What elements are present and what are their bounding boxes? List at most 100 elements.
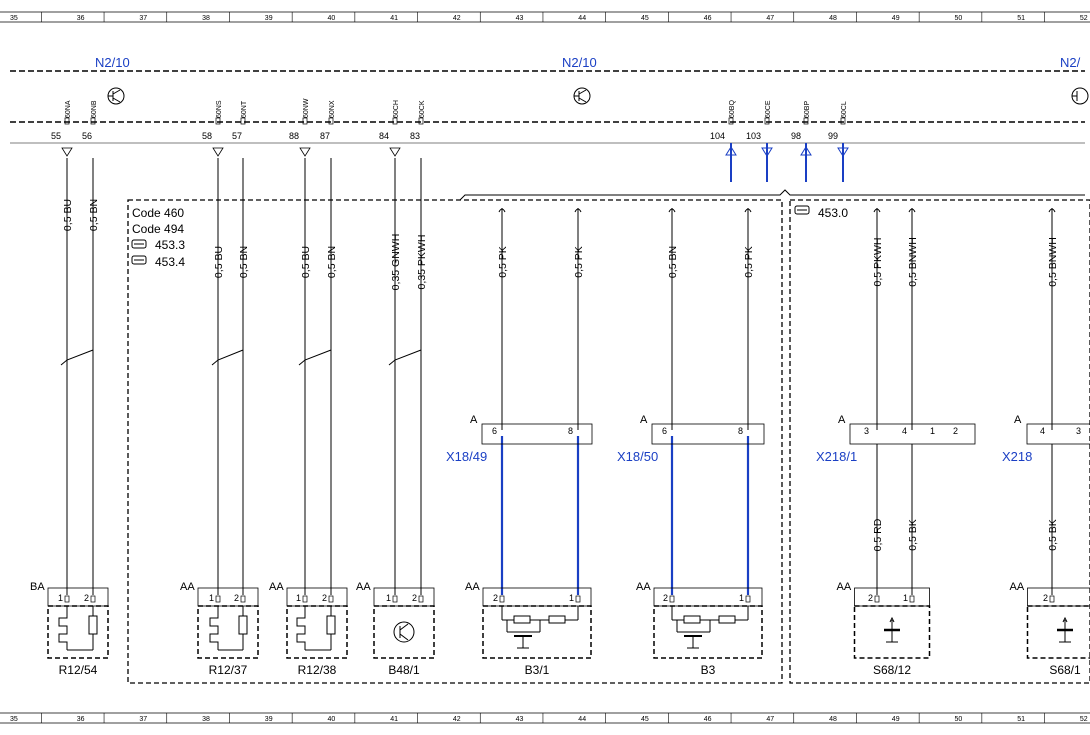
connector-label: X18/49 — [446, 449, 487, 464]
grid-column-number: 48 — [829, 716, 837, 723]
wire-label: 0,5 BK — [1047, 519, 1059, 551]
resistor-icon — [683, 615, 701, 624]
component-pin: 1 — [739, 593, 744, 603]
pin-code: 60BQ — [729, 100, 736, 118]
grid-column-number: 51 — [1017, 15, 1025, 22]
pin-code: 60CL — [841, 101, 848, 118]
wire-break-icon — [574, 208, 582, 213]
code-460-region — [127, 199, 783, 684]
grid-column-number: 38 — [202, 716, 210, 723]
connector-pin: 8 — [568, 426, 573, 436]
component-label: B3/1 — [525, 663, 550, 677]
grid-column-number: 50 — [955, 15, 963, 22]
connector-pin: 6 — [662, 426, 667, 436]
grid-column-number: 41 — [390, 716, 398, 723]
grid-column-number: 45 — [641, 716, 649, 723]
arrow-up-icon — [1062, 616, 1068, 623]
resistor-icon — [548, 615, 566, 624]
control-unit-pins: 60NA5560NB5660NS5860NT5760NW8860NX8760CH… — [51, 98, 849, 182]
code-453-region — [789, 199, 1090, 684]
grid-column-number: 37 — [139, 716, 147, 723]
pin-code: 60NT — [241, 100, 248, 118]
car-icon — [794, 205, 810, 215]
component-label: B3 — [701, 663, 716, 677]
heater-element-icon — [296, 606, 306, 650]
component-type: AA — [356, 581, 371, 593]
grid-column-number: 40 — [328, 716, 336, 723]
pin-code: 60NW — [303, 98, 310, 118]
pin-number: 103 — [746, 131, 761, 141]
grid-column-number: 35 — [10, 716, 18, 723]
component-type: AA — [1010, 581, 1025, 593]
wire-label: 0,5 PK — [497, 246, 509, 278]
connector-label: X218 — [1002, 449, 1032, 464]
wire-bundle-mark — [298, 343, 332, 366]
component-label: B48/1 — [388, 663, 420, 677]
pin-code: 60CE — [765, 100, 772, 118]
transistor-icon — [573, 87, 591, 105]
component-type: AA — [180, 581, 195, 593]
wire-label: 0,5 BU — [62, 199, 74, 231]
wire-label: 0,5 BK — [907, 519, 919, 551]
connector-x18-49: A 6 8 X18/49 — [446, 414, 593, 464]
pin-number: 99 — [828, 131, 838, 141]
connector-side: A — [470, 414, 478, 426]
pin-code: 60CK — [419, 100, 426, 118]
wire-bundle-mark — [388, 343, 422, 366]
grid-column-number: 48 — [829, 15, 837, 22]
component-pin: 1 — [386, 593, 391, 603]
connector-pin: 8 — [738, 426, 743, 436]
component-pin: 2 — [493, 593, 498, 603]
connector-label: X18/50 — [617, 449, 658, 464]
control-unit-label-3: N2/ — [1060, 55, 1081, 70]
grid-column-number: 44 — [578, 15, 586, 22]
grid-column-number: 43 — [516, 15, 524, 22]
grid-column-number: 50 — [955, 716, 963, 723]
wire-label: 0,5 PK — [743, 246, 755, 278]
grid-column-number: 42 — [453, 716, 461, 723]
component-pin: 1 — [209, 593, 214, 603]
connector-pin: 6 — [492, 426, 497, 436]
grid-column-number: 47 — [766, 15, 774, 22]
connector-x218: A 4 3 X218 — [1002, 414, 1090, 464]
connector-side: A — [640, 414, 648, 426]
heater-element-icon — [209, 606, 219, 650]
grid-column-number: 40 — [328, 15, 336, 22]
pin-number: 83 — [410, 131, 420, 141]
heater-element-icon — [58, 606, 68, 650]
component-pin: 2 — [234, 593, 239, 603]
grid-column-number: 42 — [453, 15, 461, 22]
component-type: AA — [465, 581, 480, 593]
wire-label: 0,5 BNWH — [1047, 237, 1059, 287]
component-pin: 2 — [663, 593, 668, 603]
component-pin: 1 — [296, 593, 301, 603]
wire-break-icon — [668, 208, 676, 213]
pin-number: 98 — [791, 131, 801, 141]
wire-bundle-mark — [60, 343, 94, 366]
ground-arrow-icon — [299, 147, 311, 157]
component-pin: 1 — [58, 593, 63, 603]
grid-column-number: 39 — [265, 15, 273, 22]
wire-break-icon — [744, 208, 752, 213]
pin-number: 58 — [202, 131, 212, 141]
grid-column-number: 39 — [265, 716, 273, 723]
grid-column-number: 46 — [704, 15, 712, 22]
pin-number: 55 — [51, 131, 61, 141]
wire-label: 0,35 GNWH — [390, 234, 402, 291]
control-unit-label-2: N2/10 — [562, 55, 597, 70]
wire-label: 0,5 BN — [667, 246, 679, 278]
grid-column-number: 36 — [77, 15, 85, 22]
sensor-transistor-icon — [393, 621, 415, 643]
wire-label: 0,5 BU — [213, 246, 225, 278]
connector-pin: 1 — [930, 426, 935, 436]
component-label: R12/37 — [209, 663, 248, 677]
grid-column-number: 49 — [892, 15, 900, 22]
component-type: BA — [30, 581, 45, 593]
component-pin: 2 — [412, 593, 417, 603]
grid-column-number: 38 — [202, 15, 210, 22]
pin-number: 57 — [232, 131, 242, 141]
